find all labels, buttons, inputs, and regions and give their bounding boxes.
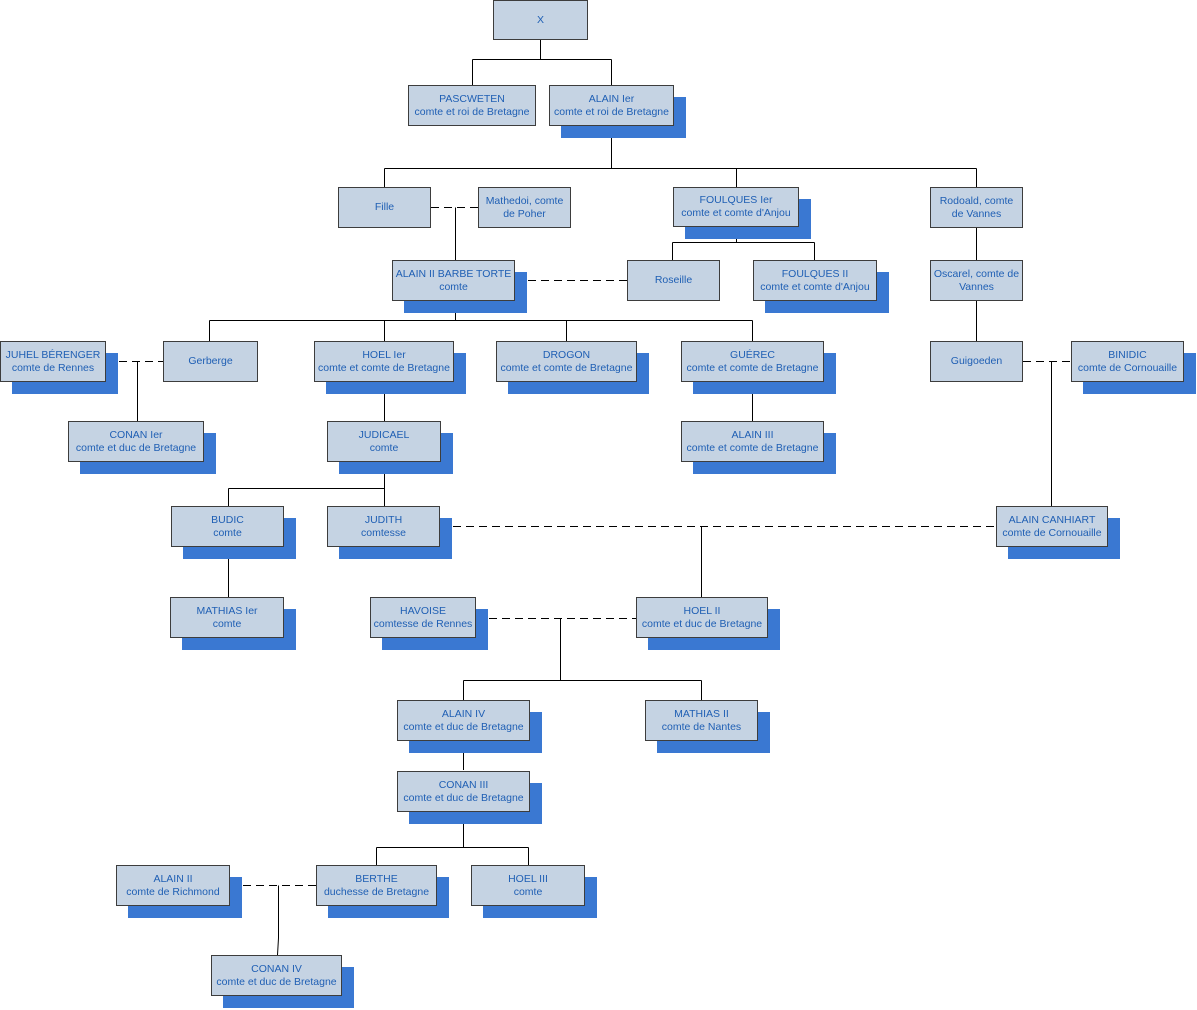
- node-line1: Fille: [374, 201, 395, 213]
- node-line2: comte de Richmond: [126, 885, 220, 898]
- node-line2: comte et duc de Bretagne: [641, 617, 763, 630]
- node-line1: JUDICAEL: [358, 428, 410, 441]
- node-line1: Guigoeden: [950, 355, 1003, 367]
- node-line2: comte: [212, 617, 242, 630]
- node-line2: comte et duc de Bretagne: [216, 975, 337, 988]
- node-line2: comte et comte de Bretagne: [500, 361, 633, 374]
- link-conan3-children: [376, 811, 529, 865]
- node-line1: X: [536, 13, 544, 26]
- link-alain1-children: [384, 126, 977, 187]
- node-line1: GUÉREC: [730, 348, 775, 361]
- node-line1: ALAIN III: [731, 428, 774, 441]
- node-line1: PASCWETEN: [439, 92, 505, 105]
- node-line2: comte et roi de Bretagne: [414, 105, 530, 118]
- node-line1: HOEL II: [683, 604, 721, 617]
- node-line1: BUDIC: [211, 513, 244, 526]
- node-line2: comte et duc de Bretagne: [403, 720, 524, 733]
- node-line1: HOEL Ier: [362, 348, 406, 361]
- node-line1: ALAIN Ier: [588, 92, 635, 105]
- node-line2: comte: [439, 280, 468, 293]
- node-line2: comte de Cornouaille: [1002, 526, 1102, 539]
- node-line1: CONAN III: [438, 778, 489, 791]
- node-line1: Mathedoi, comte: [485, 194, 564, 207]
- link-x-children: [472, 40, 612, 85]
- node-line1: Gerberge: [188, 355, 233, 367]
- node-line1: FOULQUES Ier: [699, 194, 773, 206]
- node-line2: duchesse de Bretagne: [323, 885, 430, 898]
- node-line1: ALAIN II: [153, 872, 193, 885]
- node-line2: comte et roi de Bretagne: [554, 105, 669, 118]
- node-line2: comte: [213, 526, 242, 539]
- node-line1: BERTHE: [355, 872, 398, 885]
- node-line2: comte: [513, 885, 543, 898]
- node-line1: ALAIN IV: [441, 707, 486, 720]
- node-line1: DROGON: [542, 348, 591, 361]
- node-line1: MATHIAS II: [674, 707, 729, 720]
- node-line2: comte et comte d'Anjou: [681, 207, 791, 219]
- node-line2: comte et comte de Bretagne: [318, 361, 450, 374]
- node-line2: comtesse: [361, 526, 406, 539]
- node-line1: CONAN IV: [251, 962, 302, 975]
- node-line1: Roseille: [654, 274, 693, 286]
- node-line2: comte et comte de Bretagne: [686, 441, 819, 454]
- node-line1: HAVOISE: [400, 604, 446, 617]
- node-line2: comte de Rennes: [11, 361, 95, 374]
- node-line1: CONAN Ier: [109, 428, 163, 441]
- node-line1: HOEL III: [508, 872, 548, 885]
- node-line2: comtesse de Rennes: [373, 617, 473, 630]
- node-line1: ALAIN CANHIART: [1008, 513, 1096, 526]
- node-line2: comte de Nantes: [661, 720, 742, 733]
- link-havoise-hoel2-children: [463, 618, 702, 700]
- link-judicael-children: [228, 461, 385, 506]
- node-line2: comte: [369, 441, 399, 454]
- node-line1: Rodoald, comte: [939, 194, 1014, 207]
- node-line1: FOULQUES II: [781, 267, 849, 280]
- node-line2: Vannes: [959, 280, 994, 293]
- node-line2: comte et comte de Bretagne: [686, 361, 819, 374]
- node-line2: comte et duc de Bretagne: [403, 791, 524, 804]
- node-line1: ALAIN II BARBE TORTE: [395, 267, 512, 280]
- node-line2: de Poher: [503, 207, 546, 220]
- node-line2: comte de Cornouaille: [1077, 361, 1178, 374]
- link-berthe-conan4: [277, 885, 279, 956]
- node-line2: comte et duc de Bretagne: [75, 441, 197, 454]
- node-line2: comte et comte d'Anjou: [760, 280, 870, 293]
- node-line1: Oscarel, comte de: [933, 267, 1020, 280]
- node-line2: de Vannes: [951, 207, 1002, 220]
- node-line1: JUDITH: [364, 513, 403, 526]
- node-line1: MATHIAS Ier: [196, 604, 258, 617]
- node-line1: BINIDIC: [1108, 348, 1147, 361]
- node-line1: JUHEL BÉRENGER: [5, 348, 101, 361]
